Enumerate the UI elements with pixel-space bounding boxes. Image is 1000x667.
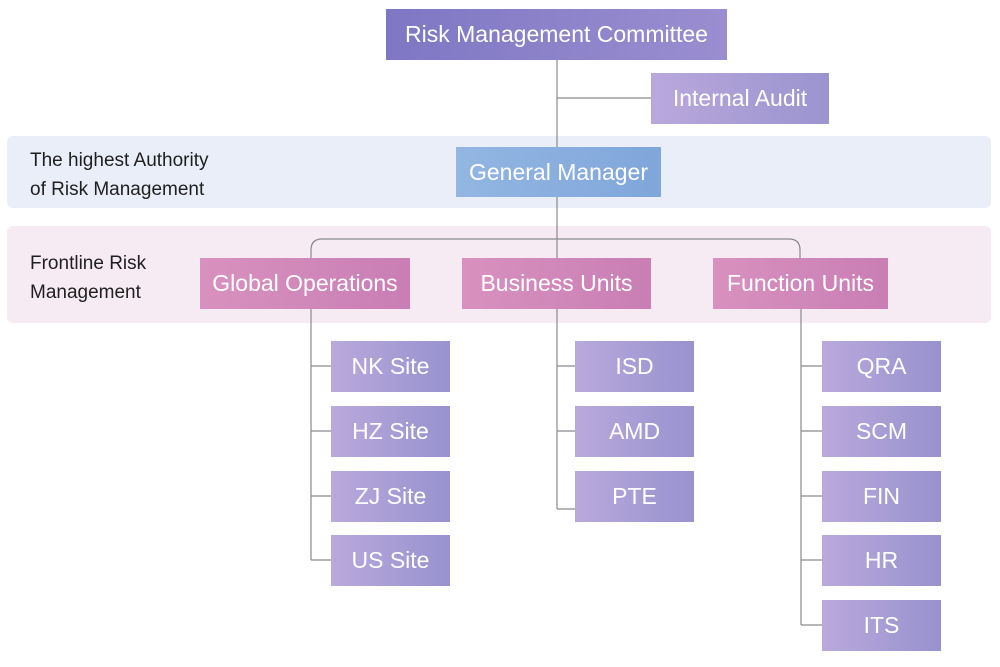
its-box: ITS [822, 600, 941, 651]
internal-audit-box: Internal Audit [651, 73, 829, 124]
authority-label: The highest Authority of Risk Management [30, 150, 209, 200]
isd-box: ISD [575, 341, 694, 392]
nk-site-box: NK Site [331, 341, 450, 392]
global-operations-box: Global Operations [200, 258, 410, 309]
function-units-box: Function Units [713, 258, 888, 309]
us-site-box: US Site [331, 535, 450, 586]
frontline-label: Frontline Risk Management [30, 253, 147, 303]
pte-box: PTE [575, 471, 694, 522]
zj-site-box: ZJ Site [331, 471, 450, 522]
business-units-box: Business Units [462, 258, 651, 309]
hr-box: HR [822, 535, 941, 586]
scm-box: SCM [822, 406, 941, 457]
hz-site-box: HZ Site [331, 406, 450, 457]
risk-management-committee-box: Risk Management Committee [386, 9, 727, 60]
qra-box: QRA [822, 341, 941, 392]
fin-box: FIN [822, 471, 941, 522]
amd-box: AMD [575, 406, 694, 457]
general-manager-box: General Manager [456, 147, 661, 197]
connector-units-bracket [310, 238, 801, 258]
